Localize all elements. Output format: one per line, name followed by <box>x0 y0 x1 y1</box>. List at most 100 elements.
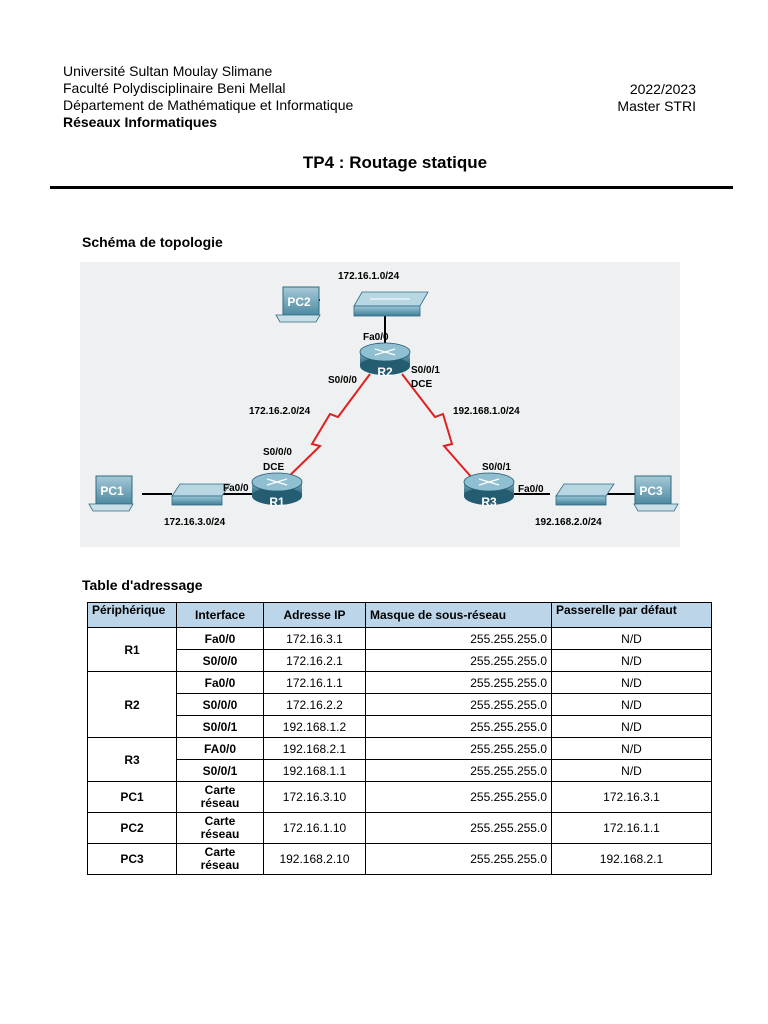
cell-gateway: N/D <box>551 693 712 716</box>
cell-gateway: 172.16.3.1 <box>551 781 712 813</box>
cell-mask: 255.255.255.0 <box>365 759 552 782</box>
label-r1-fa: Fa0/0 <box>223 483 249 494</box>
col-mask: Masque de sous-réseau <box>365 602 552 628</box>
cell-gateway: N/D <box>551 671 712 694</box>
cell-interface: S0/0/0 <box>176 649 264 672</box>
pc2-label: PC2 <box>287 295 311 309</box>
cell-ip: 172.16.1.10 <box>263 812 366 844</box>
table-row: R2 Fa0/0 172.16.1.1 255.255.255.0 N/D <box>87 671 712 738</box>
label-r1-dce: DCE <box>263 462 284 473</box>
table-row: S0/0/1 192.168.1.2 255.255.255.0 N/D <box>88 715 712 738</box>
label-r1-s000: S0/0/0 <box>263 447 292 458</box>
cell-ip: 172.16.2.1 <box>263 649 366 672</box>
pc2-icon: PC2 <box>275 286 321 323</box>
label-r2-s000: S0/0/0 <box>328 375 357 386</box>
cell-ip: 192.168.2.1 <box>263 737 366 760</box>
router-r3: R3 <box>463 472 515 509</box>
cell-interface: S0/0/1 <box>176 759 264 782</box>
cell-ip: 192.168.2.10 <box>263 843 366 875</box>
university-name: Université Sultan Moulay Slimane <box>63 63 273 79</box>
router-r2: R2 <box>359 342 411 379</box>
department-name: Département de Mathématique et Informati… <box>63 97 354 113</box>
cell-mask: 255.255.255.0 <box>365 812 552 844</box>
cell-interface: FA0/0 <box>176 737 264 760</box>
interface-line-1: Carte <box>204 814 236 828</box>
pc1-icon: PC1 <box>88 475 134 512</box>
title-divider <box>50 186 733 189</box>
label-r3-fa: Fa0/0 <box>518 484 544 495</box>
cell-interface: S0/0/1 <box>176 715 264 738</box>
header-left: Université Sultan Moulay Slimane Faculté… <box>63 63 353 131</box>
table-row: S0/0/0 172.16.2.2 255.255.255.0 N/D <box>88 693 712 716</box>
label-net-top: 172.16.1.0/24 <box>338 271 400 282</box>
cell-device: R2 <box>87 671 177 738</box>
interface-line-2: réseau <box>200 827 240 841</box>
cell-device: R1 <box>87 627 177 672</box>
label-r2-fa: Fa0/0 <box>363 332 389 343</box>
cell-gateway: N/D <box>551 759 712 782</box>
label-link-right: 192.168.1.0/24 <box>453 406 520 417</box>
cell-interface: S0/0/0 <box>176 693 264 716</box>
cell-gateway: 192.168.2.1 <box>551 843 712 875</box>
cell-gateway: N/D <box>551 715 712 738</box>
cell-gateway: 172.16.1.1 <box>551 812 712 844</box>
interface-line-1: Carte <box>204 845 236 859</box>
faculty-name: Faculté Polydisciplinaire Beni Mellal <box>63 80 286 96</box>
serial-link-r2-r3 <box>401 373 481 488</box>
label-r3-s001: S0/0/1 <box>482 462 511 473</box>
program-name: Master STRI <box>617 98 696 114</box>
addressing-table: Périphérique Interface Adresse IP Masque… <box>87 602 712 875</box>
cell-device: PC2 <box>87 812 177 844</box>
cell-ip: 172.16.1.1 <box>263 671 366 694</box>
cell-mask: 255.255.255.0 <box>365 715 552 738</box>
cell-mask: 255.255.255.0 <box>365 627 552 650</box>
router-r2-label: R2 <box>377 365 393 379</box>
switch-left <box>171 483 231 506</box>
cell-interface: Fa0/0 <box>176 671 264 694</box>
router-r1: R1 <box>251 472 303 509</box>
switch-right <box>555 483 615 506</box>
cell-mask: 255.255.255.0 <box>365 693 552 716</box>
pc3-icon: PC3 <box>633 475 679 512</box>
cell-gateway: N/D <box>551 627 712 650</box>
header-right: 2022/2023 Master STRI <box>560 81 696 115</box>
cell-ip: 172.16.2.2 <box>263 693 366 716</box>
router-r1-label: R1 <box>269 495 285 509</box>
table-header-row: Périphérique Interface Adresse IP Masque… <box>87 602 712 628</box>
label-net-right: 192.168.2.0/24 <box>535 517 602 528</box>
cell-device: R3 <box>87 737 177 782</box>
table-row: S0/0/0 172.16.2.1 255.255.255.0 N/D <box>88 649 712 672</box>
serial-link-r1-r2 <box>277 373 371 488</box>
cell-gateway: N/D <box>551 737 712 760</box>
topology-diagram: R2 R1 R3 PC2 PC1 PC3 172.16.1.0/24 Fa0/0… <box>80 262 680 547</box>
cell-device: PC1 <box>87 781 177 813</box>
cell-ip: 192.168.1.2 <box>263 715 366 738</box>
table-row: R3 FA0/0 192.168.2.1 255.255.255.0 N/D <box>87 737 712 782</box>
label-net-left: 172.16.3.0/24 <box>164 517 226 528</box>
table-row: R1 Fa0/0 172.16.3.1 255.255.255.0 N/D <box>87 627 712 672</box>
cell-mask: 255.255.255.0 <box>365 781 552 813</box>
switch-top <box>353 291 429 317</box>
router-r3-label: R3 <box>481 495 497 509</box>
table-row: S0/0/1 192.168.1.1 255.255.255.0 N/D <box>88 759 712 782</box>
cell-ip: 192.168.1.1 <box>263 759 366 782</box>
label-link-left: 172.16.2.0/24 <box>249 406 311 417</box>
cell-mask: 255.255.255.0 <box>365 671 552 694</box>
cell-mask: 255.255.255.0 <box>365 737 552 760</box>
cell-mask: 255.255.255.0 <box>365 649 552 672</box>
topology-heading: Schéma de topologie <box>82 234 223 250</box>
col-ip: Adresse IP <box>263 602 366 628</box>
label-r2-s001: S0/0/1 <box>411 365 440 376</box>
pc1-label: PC1 <box>100 484 124 498</box>
cell-device: PC3 <box>87 843 177 875</box>
table-heading: Table d'adressage <box>82 577 203 593</box>
cell-gateway: N/D <box>551 649 712 672</box>
cell-interface: Fa0/0 <box>176 627 264 650</box>
page-title: TP4 : Routage statique <box>302 153 488 172</box>
academic-year: 2022/2023 <box>629 81 696 97</box>
